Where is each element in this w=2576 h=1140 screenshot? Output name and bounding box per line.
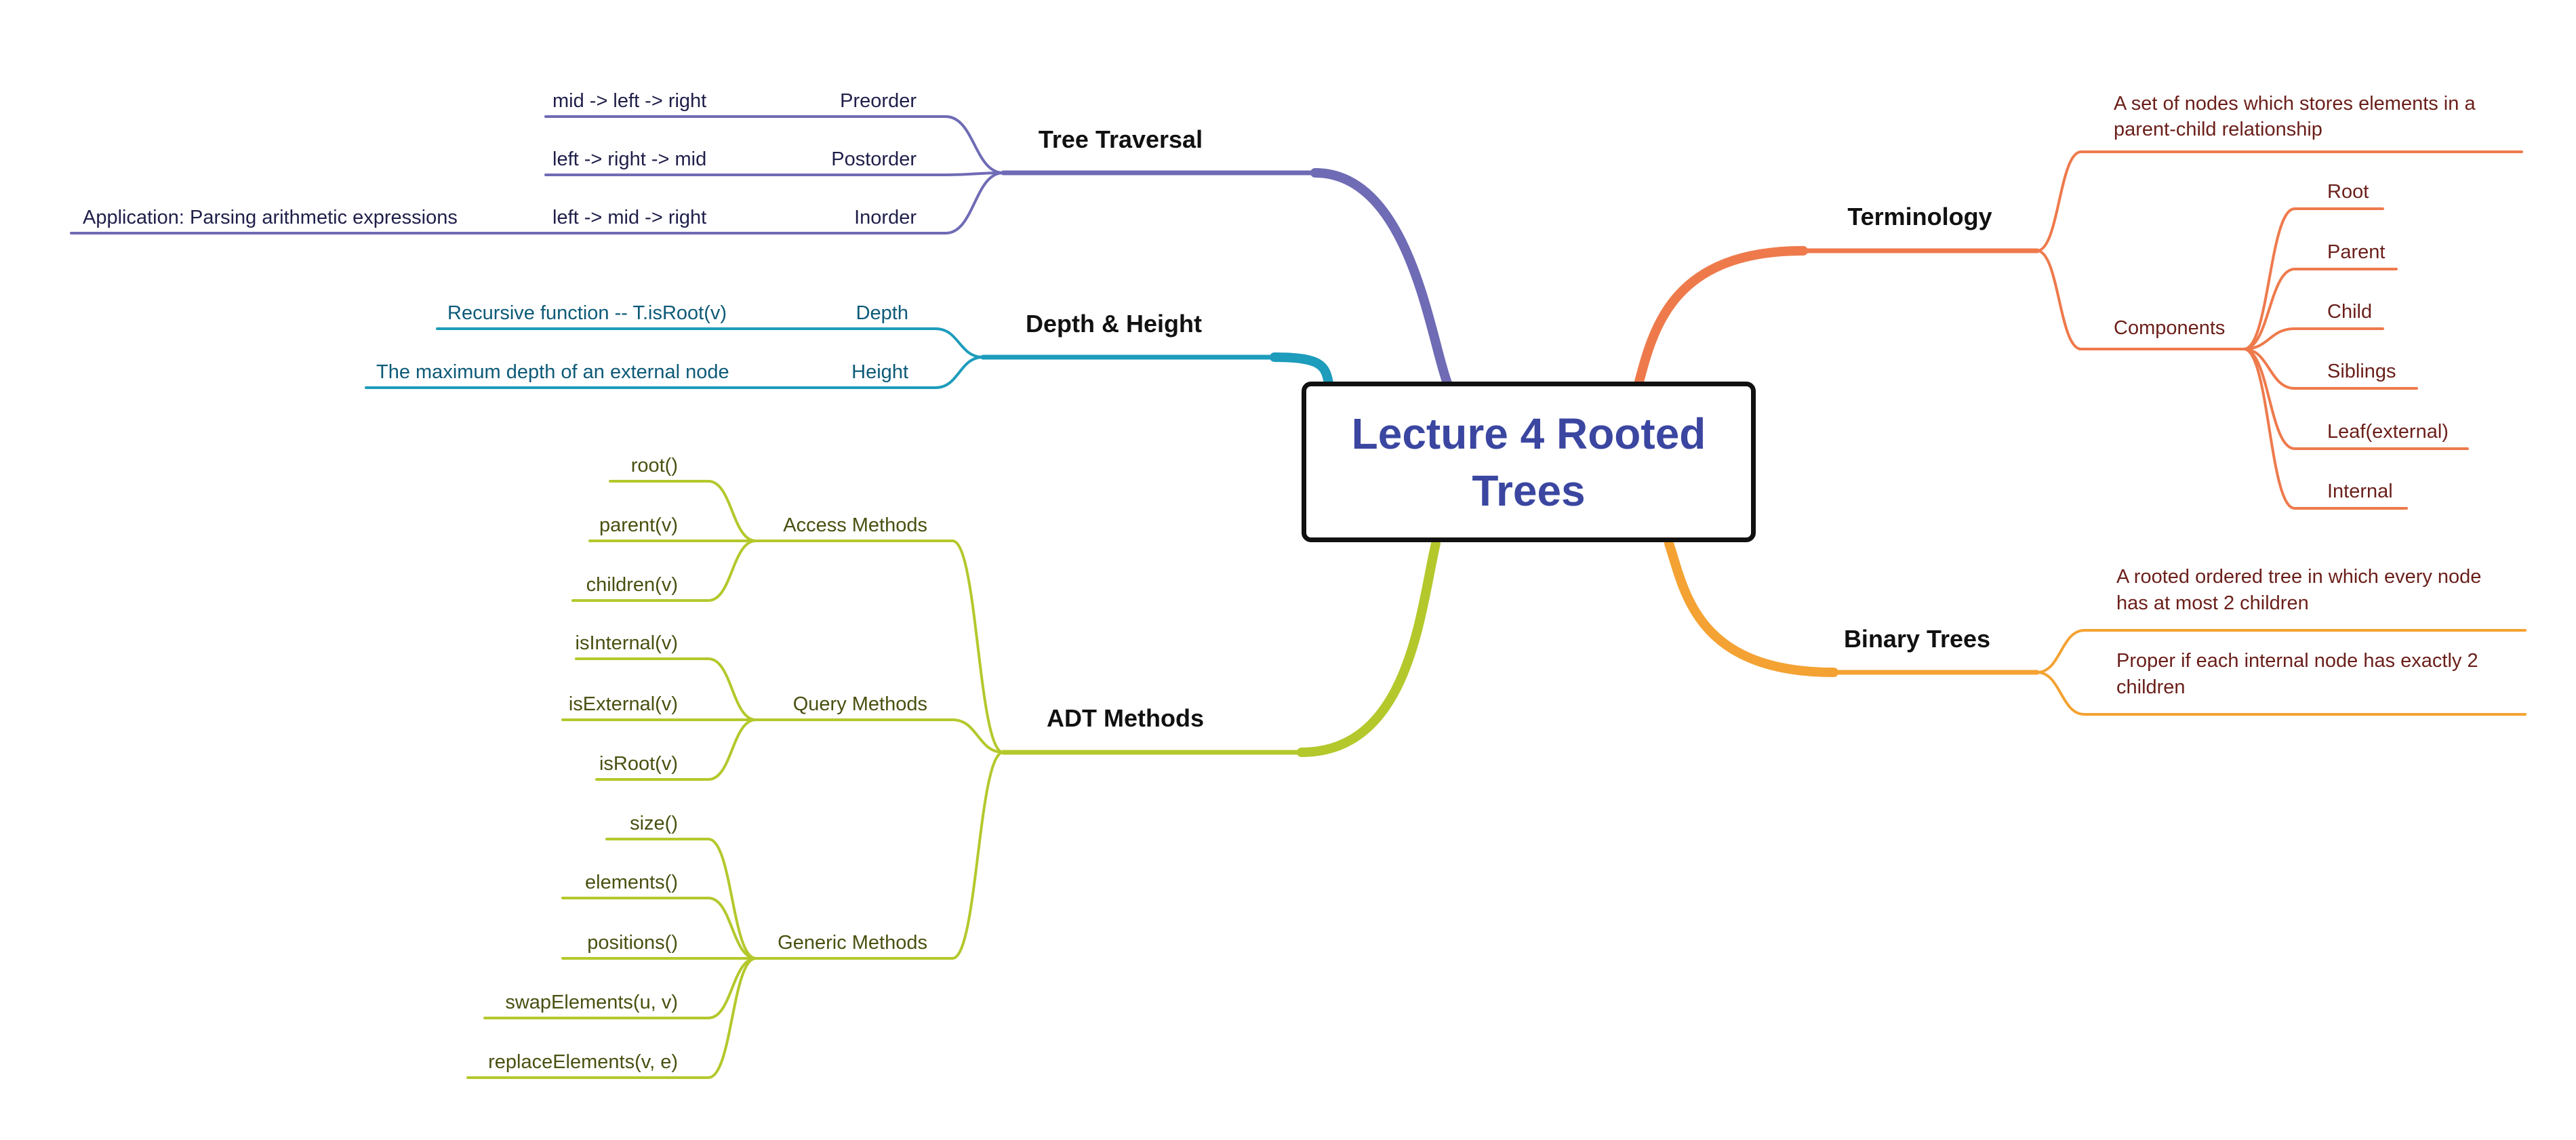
- terminology-definition-line1[interactable]: A set of nodes which stores elements in …: [2114, 93, 2476, 115]
- labels-layer: Tree Traversal Preorder mid -> left -> rig…: [83, 90, 2481, 1073]
- adt-group-connector: [951, 751, 1005, 960]
- binary-item-1-line1[interactable]: Proper if each internal node has exactly…: [2116, 650, 2478, 672]
- binary-connector: [2036, 629, 2086, 674]
- adt-method-1-1[interactable]: isExternal(v): [569, 693, 678, 715]
- branch-edge-tree-traversal: [1310, 168, 1452, 388]
- depth-item-0[interactable]: Depth: [856, 302, 908, 324]
- adt-method-connector: [707, 540, 757, 602]
- binary-item-1-line2[interactable]: children: [2116, 676, 2186, 698]
- adt-method-connector: [707, 718, 757, 781]
- adt-group-connector: [951, 540, 1005, 754]
- depth-detail-1[interactable]: The maximum depth of an external node: [376, 361, 729, 383]
- terminology-component-connector: [2242, 207, 2296, 350]
- terminology-component-connector: [2242, 348, 2296, 510]
- adt-method-0-1[interactable]: parent(v): [599, 514, 678, 536]
- binary-item-0-line2[interactable]: has at most 2 children: [2116, 592, 2309, 614]
- adt-group-connector: [951, 718, 1005, 754]
- traversal-connector: [944, 171, 1005, 235]
- depth-connector: [934, 356, 984, 389]
- adt-method-connector: [707, 480, 757, 542]
- terminology-components-connector: [2036, 249, 2082, 350]
- traversal-item-1[interactable]: Postorder: [831, 148, 917, 170]
- terminology-components[interactable]: Components: [2114, 317, 2225, 339]
- terminology-component-connector: [2242, 327, 2296, 350]
- branch-title-adt-methods[interactable]: ADT Methods: [1047, 704, 1204, 732]
- adt-method-0-2[interactable]: children(v): [586, 574, 678, 596]
- depth-connector: [934, 327, 984, 359]
- adt-group-2[interactable]: Generic Methods: [778, 932, 927, 954]
- adt-group-0[interactable]: Access Methods: [783, 514, 927, 536]
- terminology-component-connector: [2242, 268, 2296, 350]
- adt-method-connector: [707, 657, 757, 721]
- branch-edge-depth-height: [1270, 352, 1333, 388]
- traversal-application[interactable]: Application: Parsing arithmetic expressi…: [83, 207, 458, 228]
- adt-method-connector: [707, 957, 757, 1079]
- adt-method-1-0[interactable]: isInternal(v): [576, 632, 679, 654]
- adt-method-2-2[interactable]: positions(): [587, 932, 678, 954]
- branch-title-tree-traversal[interactable]: Tree Traversal: [1039, 125, 1203, 153]
- adt-method-connector: [707, 957, 757, 1019]
- adt-method-1-2[interactable]: isRoot(v): [599, 753, 678, 775]
- adt-method-2-1[interactable]: elements(): [585, 872, 678, 893]
- terminology-component-connector: [2242, 348, 2296, 390]
- terminology-component-4[interactable]: Leaf(external): [2327, 421, 2449, 443]
- adt-method-2-4[interactable]: replaceElements(v, e): [488, 1051, 678, 1073]
- adt-method-2-3[interactable]: swapElements(u, v): [505, 992, 678, 1013]
- depth-detail-0[interactable]: Recursive function -- T.isRoot(v): [447, 302, 727, 324]
- traversal-detail-1[interactable]: left -> right -> mid: [552, 148, 706, 170]
- branch-title-binary-trees[interactable]: Binary Trees: [1844, 625, 1990, 653]
- branch-title-depth-height[interactable]: Depth & Height: [1026, 310, 1202, 338]
- traversal-detail-2[interactable]: left -> mid -> right: [552, 207, 706, 228]
- branch-edge-binary-trees: [1664, 539, 1838, 677]
- terminology-component-2[interactable]: Child: [2327, 301, 2372, 323]
- terminology-component-5[interactable]: Internal: [2327, 481, 2393, 502]
- branch-title-terminology[interactable]: Terminology: [1847, 203, 1992, 230]
- traversal-connector: [944, 115, 1005, 174]
- adt-group-1[interactable]: Query Methods: [793, 693, 927, 715]
- terminology-component-3[interactable]: Siblings: [2327, 361, 2396, 382]
- binary-connector: [2036, 671, 2086, 716]
- central-topic-title: Lecture 4 Rooted Trees: [1351, 409, 1706, 515]
- traversal-connector: [944, 171, 1005, 176]
- traversal-item-2[interactable]: Inorder: [854, 207, 917, 228]
- binary-item-0-line1[interactable]: A rooted ordered tree in which every nod…: [2116, 566, 2481, 588]
- traversal-item-0[interactable]: Preorder: [840, 90, 917, 112]
- terminology-definition-connector: [2036, 150, 2082, 252]
- adt-method-2-0[interactable]: size(): [630, 813, 678, 834]
- terminology-component-0[interactable]: Root: [2327, 181, 2369, 203]
- terminology-definition-line2[interactable]: parent-child relationship: [2114, 119, 2322, 140]
- adt-method-0-0[interactable]: root(): [631, 455, 678, 476]
- edges-layer: [70, 115, 2527, 1079]
- adt-method-connector: [707, 897, 757, 960]
- branch-edge-terminology: [1634, 246, 1808, 386]
- central-topic[interactable]: Lecture 4 Rooted Trees: [1302, 382, 1756, 542]
- traversal-detail-0[interactable]: mid -> left -> right: [552, 90, 706, 112]
- branch-edge-adt-methods: [1297, 539, 1441, 757]
- adt-method-connector: [707, 838, 757, 960]
- terminology-component-1[interactable]: Parent: [2327, 241, 2385, 263]
- depth-item-1[interactable]: Height: [851, 361, 908, 383]
